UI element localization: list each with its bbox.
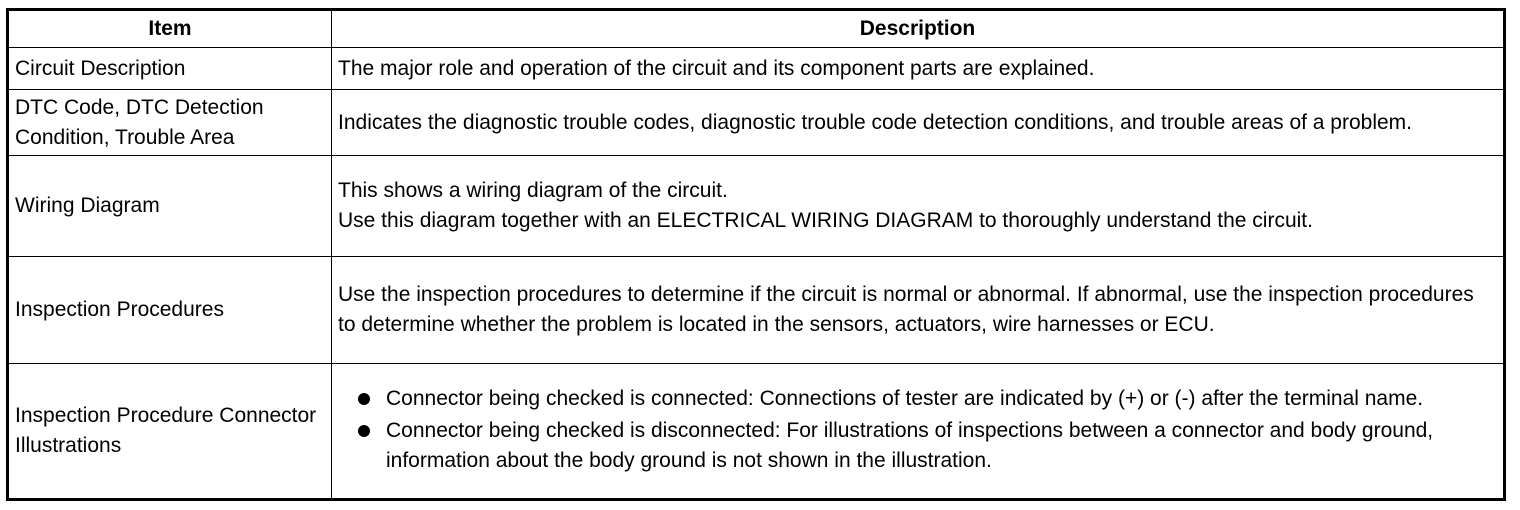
description-cell: The major role and operation of the circ…: [331, 46, 1505, 91]
table-header-row: Item Description: [7, 9, 1505, 48]
table-row: Inspection Procedures Use the inspection…: [7, 255, 1505, 364]
item-cell: Wiring Diagram: [7, 155, 332, 257]
bullet-item: Connector being checked is disconnected:…: [338, 416, 1497, 476]
bullet-list: Connector being checked is connected: Co…: [338, 384, 1497, 476]
table-row: Wiring Diagram This shows a wiring diagr…: [7, 155, 1505, 257]
description-cell: This shows a wiring diagram of the circu…: [331, 155, 1505, 257]
bullet-dot-icon: [358, 424, 370, 437]
table-row: Circuit Description The major role and o…: [7, 46, 1505, 91]
bullet-text: Connector being checked is disconnected:…: [386, 418, 1434, 472]
description-line: Use this diagram together with an ELECTR…: [338, 208, 1313, 232]
item-cell: Inspection Procedure Connector Illustrat…: [7, 362, 332, 501]
description-cell: Indicates the diagnostic trouble codes, …: [331, 89, 1505, 157]
table-row: Inspection Procedure Connector Illustrat…: [7, 362, 1505, 501]
description-cell: Use the inspection procedures to determi…: [331, 255, 1505, 364]
item-cell: Circuit Description: [7, 46, 332, 91]
column-header-item: Item: [7, 9, 332, 48]
item-cell: Inspection Procedures: [7, 255, 332, 364]
item-cell: DTC Code, DTC Detection Condition, Troub…: [7, 89, 332, 157]
description-cell: Connector being checked is connected: Co…: [331, 362, 1505, 501]
bullet-dot-icon: [358, 392, 370, 405]
description-line: This shows a wiring diagram of the circu…: [338, 178, 728, 202]
description-table: Item Description Circuit Description The…: [6, 8, 1506, 501]
table-row: DTC Code, DTC Detection Condition, Troub…: [7, 89, 1505, 157]
bullet-text: Connector being checked is connected: Co…: [386, 386, 1424, 410]
column-header-description: Description: [331, 9, 1505, 48]
bullet-item: Connector being checked is connected: Co…: [338, 384, 1497, 414]
